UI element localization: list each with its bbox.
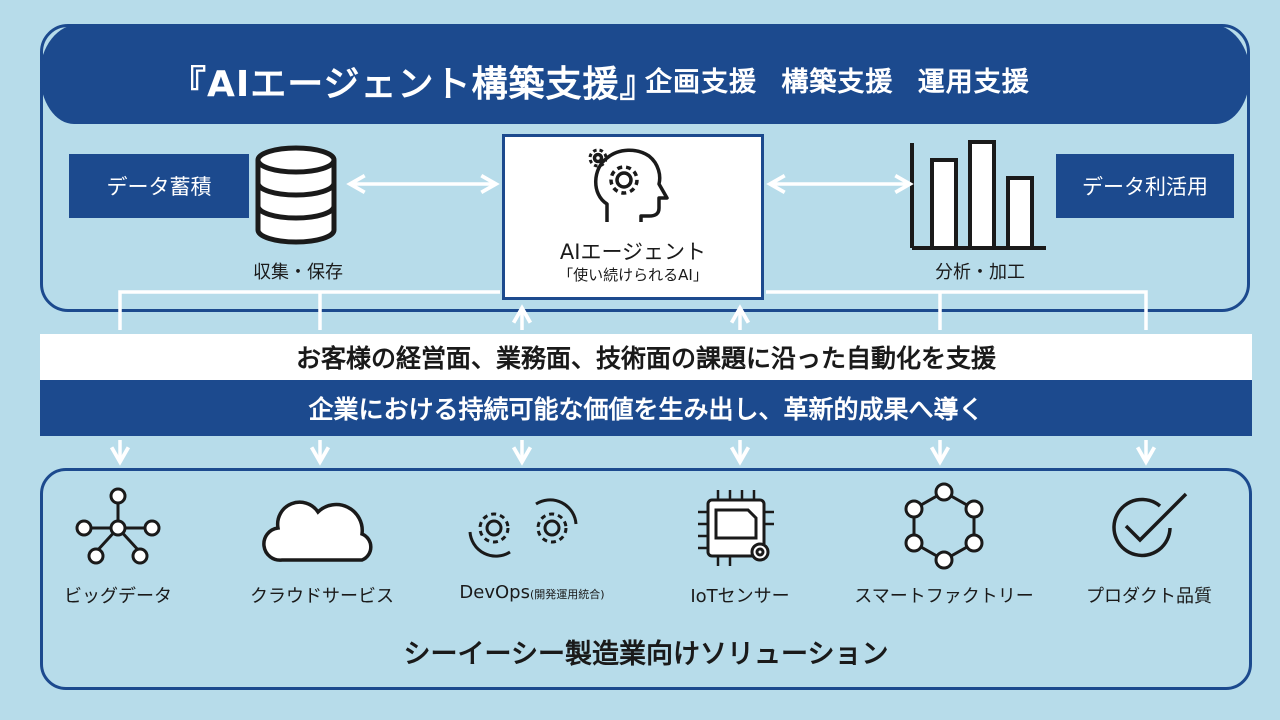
down-arrows bbox=[109, 440, 1157, 466]
bar-chart-icon bbox=[910, 140, 1046, 250]
network-nodes-icon bbox=[75, 487, 161, 565]
check-circle-icon bbox=[1112, 492, 1188, 558]
collect-label: 収集・保存 bbox=[253, 262, 343, 283]
analysis-label: 分析・加工 bbox=[935, 262, 1025, 283]
agent-label: AIエージェント bbox=[559, 240, 707, 264]
ai-head-icon bbox=[588, 148, 669, 222]
cloud-icon bbox=[262, 500, 373, 562]
devops-label: DevOps bbox=[459, 582, 530, 603]
ai-agent-box bbox=[502, 134, 764, 300]
chip-icon bbox=[698, 490, 774, 566]
support-band: お客様の経営面、業務面、技術面の課題に沿った自動化を支援 bbox=[40, 334, 1252, 380]
solutions-panel bbox=[40, 468, 1252, 690]
banner bbox=[40, 24, 1250, 124]
banner-title: 『AIエージェント構築支援』 bbox=[170, 64, 657, 105]
data-use-box: データ利活用 bbox=[1056, 154, 1234, 218]
agent-sublabel: 「使い続けられるAI」 bbox=[558, 266, 708, 284]
solution-label-iot: IoTセンサー bbox=[690, 586, 790, 607]
banner-services: 企画支援 構築支援 運用支援 bbox=[645, 67, 1030, 98]
connector-lines bbox=[118, 290, 1148, 330]
solutions-title: シーイーシー製造業向けソリューション bbox=[403, 639, 889, 670]
solution-label-quality: プロダクト品質 bbox=[1086, 586, 1212, 607]
database-icon bbox=[255, 145, 337, 245]
hexagon-nodes-icon bbox=[904, 482, 984, 570]
data-store-box: データ蓄積 bbox=[69, 154, 249, 218]
value-band: 企業における持続可能な価値を生み出し、革新的成果へ導く bbox=[40, 380, 1252, 436]
solution-label-bigdata: ビッグデータ bbox=[64, 586, 172, 607]
devops-sublabel: (開発運用統合) bbox=[529, 588, 605, 601]
solution-label-factory: スマートファクトリー bbox=[854, 586, 1034, 607]
gear-cycle-icon bbox=[468, 498, 578, 558]
solution-label-cloud: クラウドサービス bbox=[250, 586, 394, 607]
solution-label-devops: DevOps(開発運用統合) bbox=[440, 582, 624, 603]
